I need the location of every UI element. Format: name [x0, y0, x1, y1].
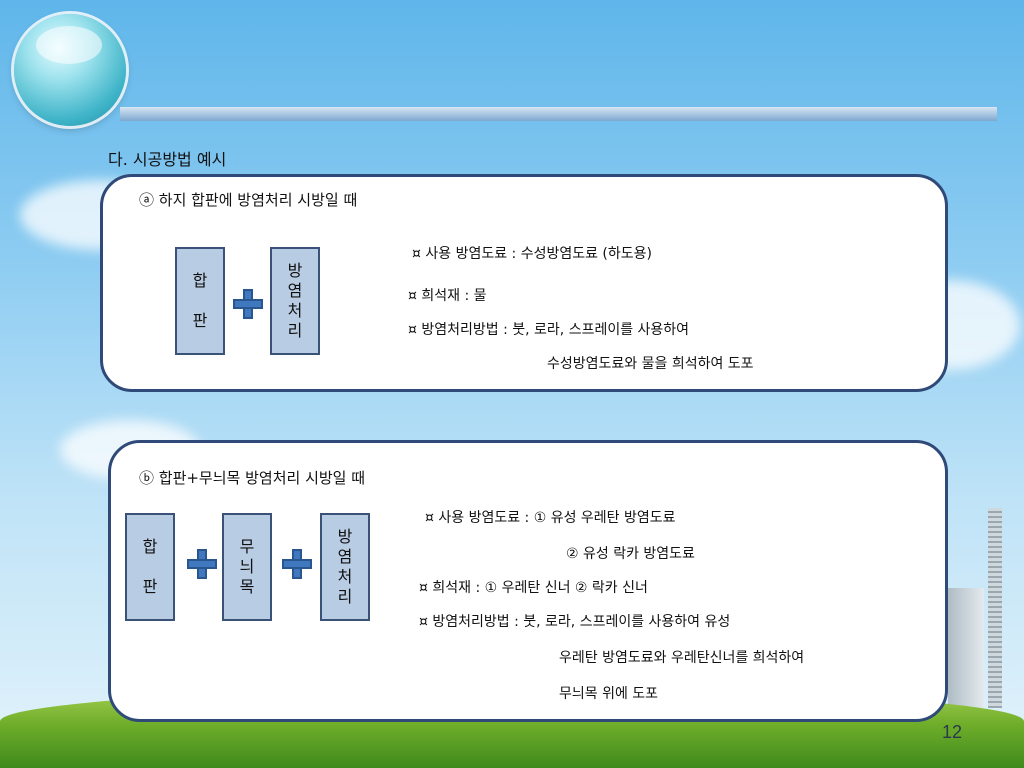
info-line: ¤ 사용 방염도료 : ① 유성 우레탄 방염도료	[425, 510, 676, 526]
info-line: ¤ 희석재 : ① 우레탄 신너 ② 락카 신너	[419, 580, 648, 596]
panel-b: ⓑ 합판+무늬목 방염처리 시방일 때 합 판 무 늬 목 방 염 처 리 ¤ …	[108, 440, 948, 722]
box-plywood: 합 판	[125, 513, 175, 621]
box-flame-treatment: 방 염 처 리	[270, 247, 320, 355]
info-line: ¤ 방염처리방법 : 붓, 로라, 스프레이를 사용하여	[408, 322, 690, 338]
panel-a: ⓐ 하지 합판에 방염처리 시방일 때 합 판 방 염 처 리 ¤ 사용 방염도…	[100, 174, 948, 392]
info-line: ② 유성 락카 방염도료	[566, 546, 695, 562]
box-flame-treatment-label: 방 염 처 리	[337, 527, 353, 606]
box-veneer: 무 늬 목	[222, 513, 272, 621]
background-building	[948, 588, 984, 708]
info-line: 우레탄 방염도료와 우레탄신너를 희석하여	[559, 650, 805, 666]
box-plywood-label: 합 판	[142, 537, 158, 596]
panel-b-title: ⓑ 합판+무늬목 방염처리 시방일 때	[139, 469, 366, 487]
box-plywood: 합 판	[175, 247, 225, 355]
info-line: ¤ 방염처리방법 : 붓, 로라, 스프레이를 사용하여 유성	[419, 614, 731, 630]
box-plywood-label: 합 판	[192, 271, 208, 330]
box-veneer-label: 무 늬 목	[239, 537, 255, 596]
plus-icon	[282, 549, 312, 579]
page-number: 12	[941, 722, 962, 742]
section-title: 다. 시공방법 예시	[108, 150, 227, 169]
background-tower	[988, 508, 1002, 708]
plus-icon	[187, 549, 217, 579]
info-line: ¤ 희석재 : 물	[408, 288, 487, 304]
plus-icon	[233, 289, 263, 319]
info-line: 무늬목 위에 도포	[559, 686, 659, 702]
box-flame-treatment: 방 염 처 리	[320, 513, 370, 621]
decorative-orb	[14, 14, 126, 126]
header-rule	[120, 107, 997, 121]
box-flame-treatment-label: 방 염 처 리	[287, 261, 303, 340]
info-line: ¤ 사용 방염도료 : 수성방염도료 (하도용)	[412, 246, 652, 262]
panel-a-title: ⓐ 하지 합판에 방염처리 시방일 때	[139, 191, 358, 209]
info-line: 수성방염도료와 물을 희석하여 도포	[547, 356, 754, 372]
